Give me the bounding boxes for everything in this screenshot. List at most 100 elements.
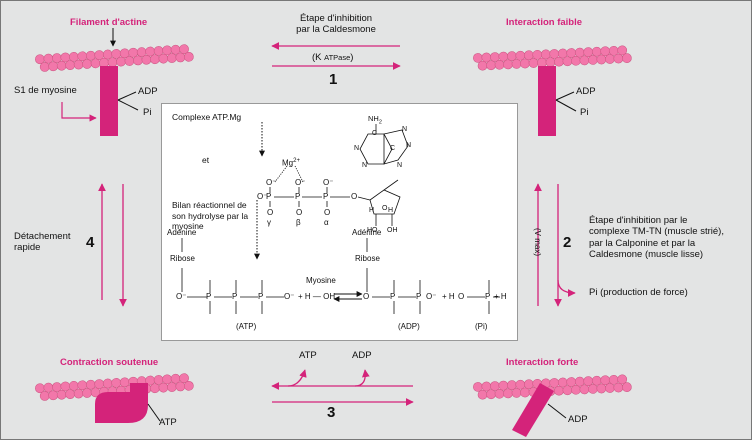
panel-nh2: NH2 (368, 114, 382, 126)
step2-vmax: (V max) (533, 228, 542, 256)
step2-caption-line2: complexe TM-TN (muscle strié), (589, 226, 724, 238)
panel-o-a: O⁻ (176, 292, 187, 301)
myosin-head-top-left (100, 66, 118, 136)
step3-adp: ADP (352, 350, 372, 361)
title-sustained-contraction: Contraction soutenue (60, 357, 159, 368)
panel-o-6: O (324, 208, 331, 217)
myosin-head-bottom-left (95, 383, 148, 423)
panel-et-label: et (202, 155, 210, 165)
panel-adenine-right: Adénine (352, 228, 382, 237)
step1-k-close: ) (350, 52, 354, 63)
panel-o-ring: O (382, 205, 388, 212)
panel-o-4: O (267, 208, 274, 217)
panel-p-gamma: P (266, 192, 272, 201)
panel-nh2-text: NH (368, 114, 379, 123)
panel-c-mid: C (390, 145, 396, 152)
step4-caption-line1: Détachement (14, 231, 71, 242)
actin-bead (617, 45, 628, 56)
step2-caption-line1: Étape d'inhibition par le (589, 215, 688, 226)
panel-o-a4: O⁻ (284, 292, 295, 301)
step2-number: 2 (563, 234, 572, 251)
step1-caption: Étape d'inhibition par la Caldesmone (286, 13, 386, 36)
step1-k: (K (312, 52, 322, 63)
panel-bilan-line2: son hydrolyse par la (172, 210, 249, 221)
actin-filament-top-left (35, 44, 194, 72)
actin-filament-bottom-right (473, 374, 632, 400)
panel-plus-h-2: + H (494, 292, 507, 301)
actin-bead (617, 374, 628, 385)
panel-p-b2: P (416, 292, 422, 301)
title-weak-interaction: Interaction faible (506, 17, 583, 28)
panel-o-5: O (296, 208, 303, 217)
panel-n-4: N (362, 162, 368, 169)
actin-filament-top-right (473, 45, 632, 71)
step1-katpase: (K ATPase) (312, 52, 353, 63)
step1-number: 1 (329, 71, 338, 88)
panel-beta: β (296, 218, 301, 227)
label-adp-top-left: ADP (138, 86, 158, 97)
step2-caption: Étape d'inhibition par le complexe TM-TN… (589, 215, 724, 261)
step1-k-sub: ATPase (324, 53, 351, 62)
actin-bead (622, 53, 632, 63)
panel-o-left: O⁻ (257, 192, 268, 201)
reaction-panel: Complexe ATP.Mg et Bilan réactionnel de … (161, 103, 518, 341)
reaction-graphics (181, 122, 500, 314)
label-s1-myosin: S1 de myosine (14, 85, 77, 96)
panel-n-5: N (397, 162, 403, 169)
panel-complexe-label: Complexe ATP.Mg (172, 112, 242, 122)
panel-h-2: H (388, 207, 394, 214)
panel-bilan-line3: myosine (172, 221, 204, 232)
panel-ho-h: + H — OH (298, 292, 336, 301)
step4-caption-line2: rapide (14, 242, 41, 254)
step4-number: 4 (86, 234, 95, 251)
panel-p-a1: P (206, 292, 212, 301)
panel-o-3: O⁻ (323, 178, 334, 187)
panel-myosine: Myosine (306, 276, 336, 285)
panel-o-2: O⁻ (295, 178, 306, 187)
panel-p-alpha: P (323, 192, 329, 201)
panel-pi: (Pi) (475, 322, 488, 331)
actin-bead (179, 44, 189, 55)
panel-ribose-left: Ribose (170, 254, 195, 263)
panel-alpha: α (324, 218, 329, 227)
panel-p-a2: P (232, 292, 238, 301)
step2-caption-line3: par la Calponine et par la (589, 237, 696, 249)
panel-mg-charge: 2+ (293, 158, 300, 164)
panel-p-c: P (485, 292, 491, 301)
panel-n-1: N (354, 145, 360, 152)
panel-ho: HO (367, 227, 378, 234)
panel-o-b3: O⁻ (426, 292, 437, 301)
panel-gamma: γ (267, 218, 271, 227)
panel-o-c: O (458, 292, 465, 301)
panel-nh2-sub: 2 (378, 119, 382, 126)
panel-atp: (ATP) (236, 322, 257, 331)
panel-bilan-label: Bilan réactionnel de son hydrolyse par l… (172, 200, 248, 232)
myosin-head-top-right (538, 66, 556, 136)
panel-n-3: N (402, 126, 408, 133)
actin-filament-bottom-left (35, 373, 194, 401)
label-adp-bottom-right: ADP (568, 414, 588, 425)
panel-oh: OH (387, 227, 398, 234)
actin-bead (183, 51, 194, 62)
label-pi-top-right: Pi (580, 107, 589, 118)
panel-plus-h-1: + H (442, 292, 455, 301)
panel-o-1: O⁻ (266, 178, 277, 187)
step3-number: 3 (327, 404, 336, 421)
panel-c-top: C (372, 130, 378, 137)
label-atp-bottom-left: ATP (159, 417, 177, 428)
panel-adenine-left: Adénine (167, 228, 197, 237)
step1-caption-line2: par la Caldesmone (296, 24, 376, 36)
title-strong-interaction: Interaction forte (506, 357, 579, 368)
panel-mg: Mg2+ (282, 158, 300, 168)
step3-atp: ATP (299, 350, 317, 361)
panel-ribose-right: Ribose (355, 254, 380, 263)
panel-p-beta: P (295, 192, 301, 201)
step2-pi-force: Pi (production de force) (589, 287, 688, 298)
step2-caption-line4: Caldesmone (muscle lisse) (589, 249, 704, 261)
panel-adp: (ADP) (398, 322, 420, 331)
panel-h-1: H (369, 207, 375, 214)
title-actin-filament: Filament d'actine (70, 17, 148, 28)
panel-bilan-line1: Bilan réactionnel de (172, 200, 247, 210)
